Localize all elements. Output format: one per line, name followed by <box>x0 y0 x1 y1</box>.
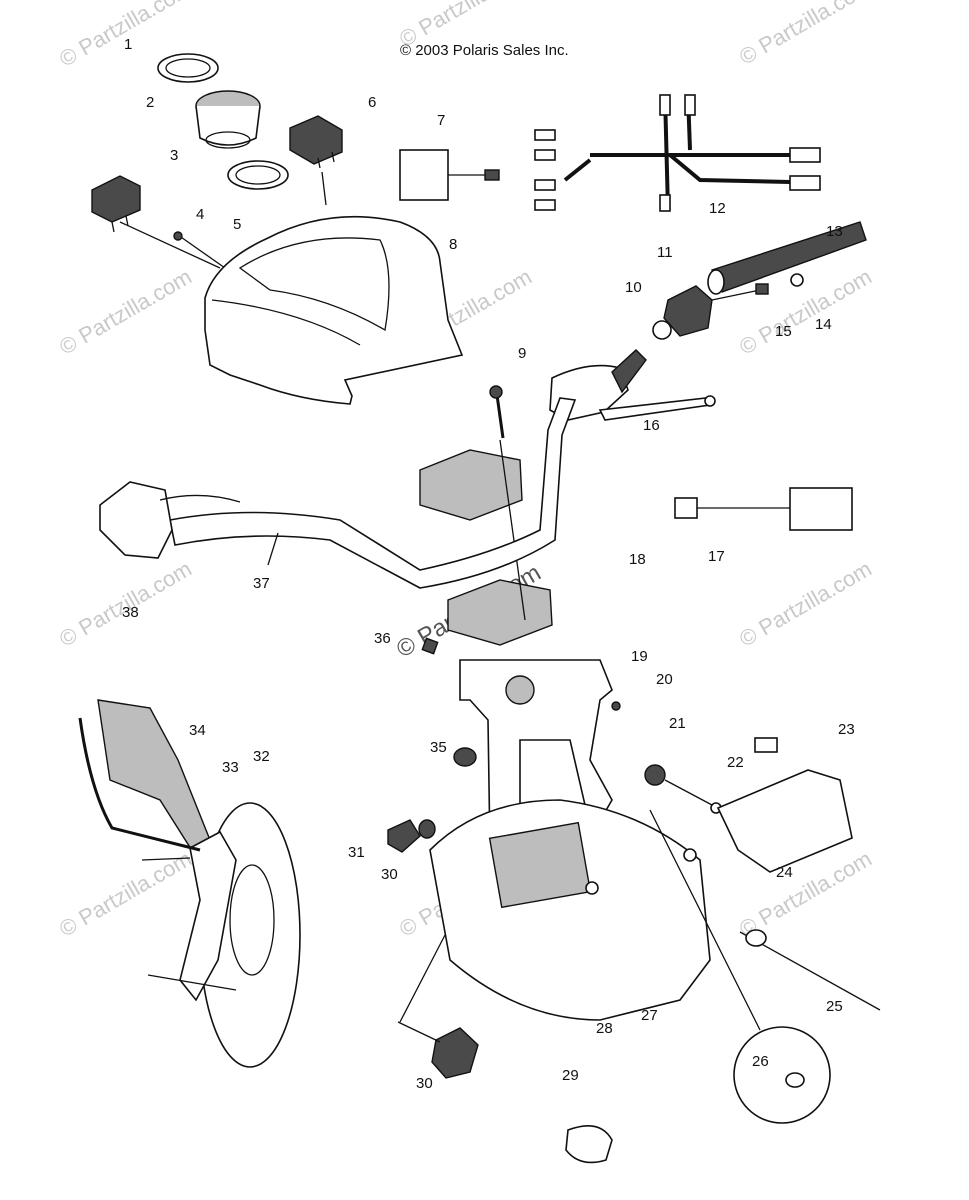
callout-38: 38 <box>122 604 139 621</box>
callout-14: 14 <box>815 316 832 333</box>
callout-31: 31 <box>348 844 365 861</box>
callout-17: 17 <box>708 548 725 565</box>
part-o-ring <box>683 848 697 862</box>
callout-8: 8 <box>449 236 458 253</box>
part-switch <box>431 1027 479 1079</box>
callout-22: 22 <box>727 754 744 771</box>
part-detail-view <box>733 1026 831 1124</box>
callout-23: 23 <box>838 721 855 738</box>
part-handlebar <box>169 397 577 589</box>
callout-33: 33 <box>222 759 239 776</box>
part-handlebar-clamp <box>447 579 553 646</box>
copyright-text: © 2003 Polaris Sales Inc. <box>400 42 569 59</box>
callout-28: 28 <box>596 1020 613 1037</box>
part-handlebar-clamp <box>419 449 523 521</box>
part-switch <box>91 175 141 223</box>
part-switch <box>289 115 343 165</box>
callout-20: 20 <box>656 671 673 688</box>
callout-3: 3 <box>170 147 179 164</box>
part-headlight-bracket <box>459 659 613 852</box>
part-adjuster-knob <box>644 764 666 786</box>
part-left-control <box>99 481 173 559</box>
callout-18: 18 <box>629 551 646 568</box>
callout-34: 34 <box>189 722 206 739</box>
part-headlight <box>716 769 853 873</box>
part-headlight-pod <box>204 215 464 405</box>
callout-29: 29 <box>562 1067 579 1084</box>
part-resistor <box>789 487 853 531</box>
callout-2: 2 <box>146 94 155 111</box>
part-bolt <box>495 394 505 439</box>
part-bulb-socket <box>739 931 881 1011</box>
callout-25: 25 <box>826 998 843 1015</box>
part-screw <box>611 701 621 711</box>
callout-16: 16 <box>643 417 660 434</box>
callout-15: 15 <box>775 323 792 340</box>
callout-13: 13 <box>826 223 843 240</box>
part-module <box>399 149 449 201</box>
part-brake-caliper <box>179 830 237 1002</box>
callout-12: 12 <box>709 200 726 217</box>
callout-30: 30 <box>381 866 398 883</box>
callout-1: 1 <box>124 36 133 53</box>
callout-27: 27 <box>641 1007 658 1024</box>
part-switch <box>387 819 421 853</box>
part-grip <box>711 221 867 293</box>
callout-21: 21 <box>669 715 686 732</box>
part-grommet <box>453 747 477 767</box>
part-wiring-harness <box>563 94 791 211</box>
callout-36: 36 <box>374 630 391 647</box>
callout-9: 9 <box>518 345 527 362</box>
callout-35: 35 <box>430 739 447 756</box>
callout-4: 4 <box>196 206 205 223</box>
callout-11: 11 <box>657 244 673 261</box>
callout-5: 5 <box>233 216 242 233</box>
callout-26: 26 <box>752 1053 769 1070</box>
callout-30-lower: 30 <box>416 1075 433 1092</box>
callout-6: 6 <box>368 94 377 111</box>
part-ring <box>227 160 289 190</box>
callout-10: 10 <box>625 279 642 296</box>
callout-24: 24 <box>776 864 793 881</box>
callout-7: 7 <box>437 112 446 129</box>
callout-32: 32 <box>253 748 270 765</box>
part-throttle <box>663 285 713 337</box>
part-hose-clamp <box>565 1124 613 1164</box>
part-clip <box>421 637 439 655</box>
part-ring <box>157 53 219 83</box>
callout-19: 19 <box>631 648 648 665</box>
callout-37: 37 <box>253 575 270 592</box>
